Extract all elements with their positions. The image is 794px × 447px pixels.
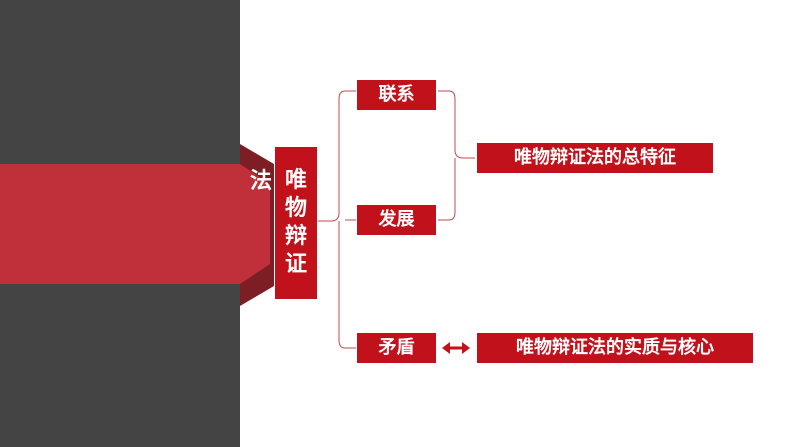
stub-label: 法 bbox=[250, 169, 273, 194]
summary-node-essence-core: 唯物辩证法的实质与核心 bbox=[477, 333, 753, 363]
root-node: 唯物辩证 bbox=[275, 147, 317, 299]
child-node-label: 矛盾 bbox=[378, 337, 415, 358]
child-node-contradiction: 矛盾 bbox=[357, 333, 436, 363]
summary-node-label: 唯物辩证法的实质与核心 bbox=[516, 337, 714, 358]
child-node-label: 发展 bbox=[378, 209, 415, 230]
root-node-label: 唯物辩证 bbox=[284, 168, 307, 277]
summary-bracket bbox=[438, 90, 475, 221]
child-node-label: 联系 bbox=[378, 84, 415, 105]
child-node-development: 发展 bbox=[357, 205, 436, 235]
double-arrow-icon bbox=[442, 342, 470, 354]
children-bracket bbox=[318, 90, 356, 349]
child-node-connection: 联系 bbox=[357, 80, 436, 110]
summary-node-label: 唯物辩证法的总特征 bbox=[514, 147, 676, 168]
summary-node-general-feature: 唯物辩证法的总特征 bbox=[477, 143, 713, 173]
red-banner bbox=[0, 164, 270, 284]
